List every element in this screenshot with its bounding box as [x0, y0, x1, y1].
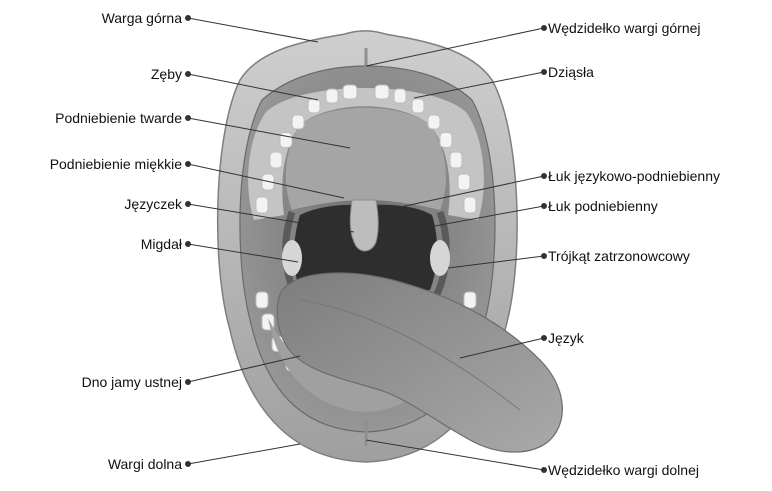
- label-podniebienie-miekkie: Podniebienie miękkie: [50, 156, 182, 172]
- leader-dot: [542, 204, 547, 209]
- label-zeby: Zęby: [151, 66, 182, 82]
- label-podniebienie-twarde: Podniebienie twarde: [55, 110, 182, 126]
- label-dno-jamy-ustnej: Dno jamy ustnej: [82, 374, 182, 390]
- leader-dot: [186, 462, 191, 467]
- hard-palate: [286, 108, 446, 210]
- label-migdal: Migdał: [141, 236, 182, 252]
- label-luk-jezykowo-podniebienny: Łuk językowo-podniebienny: [548, 168, 720, 184]
- leader-dot: [186, 242, 191, 247]
- label-jezyk: Język: [548, 330, 584, 346]
- upper-tooth: [270, 152, 282, 168]
- leader-dot: [542, 468, 547, 473]
- leader-dot: [186, 116, 191, 121]
- upper-tooth: [458, 174, 470, 190]
- label-luk-podniebienny: Łuk podniebienny: [548, 198, 658, 214]
- upper-tooth: [280, 133, 292, 148]
- label-warga-gorna: Warga górna: [102, 10, 182, 26]
- tonsil-right: [430, 240, 450, 276]
- upper-tooth: [326, 89, 338, 103]
- label-dziasla: Dziąsła: [548, 64, 594, 80]
- upper-tooth: [394, 89, 406, 103]
- leader-dot: [542, 70, 547, 75]
- upper-tooth: [428, 115, 440, 129]
- leader-dot: [542, 26, 547, 31]
- upper-tooth: [343, 85, 357, 99]
- tonsil-left: [282, 240, 302, 276]
- leader-dot: [542, 174, 547, 179]
- upper-tooth: [464, 197, 476, 213]
- label-jezyczek: Języczek: [124, 196, 182, 212]
- upper-tooth: [375, 85, 389, 99]
- upper-tooth: [308, 99, 320, 113]
- leader-dot: [186, 162, 191, 167]
- upper-tooth: [292, 115, 304, 129]
- label-trojkat-zatrzonowcowy: Trójkąt zatrzonowcowy: [548, 248, 690, 264]
- upper-tooth: [412, 99, 424, 113]
- leader-dot: [186, 202, 191, 207]
- upper-tooth: [450, 152, 462, 168]
- leader-dot: [542, 254, 547, 259]
- upper-tooth: [256, 197, 268, 213]
- leader-dot: [186, 380, 191, 385]
- upper-tooth: [440, 133, 452, 148]
- leader-dot: [542, 336, 547, 341]
- uvula: [350, 200, 378, 251]
- lower-tooth: [464, 292, 476, 308]
- leader-line: [188, 18, 318, 42]
- lower-tooth: [256, 292, 268, 308]
- leader-line: [188, 444, 300, 464]
- label-wedzidelko-wargi-dolnej: Wędzidełko wargi dolnej: [548, 462, 699, 478]
- leader-dot: [186, 16, 191, 21]
- label-wedzidelko-wargi-gornej: Wędzidełko wargi górnej: [548, 20, 701, 36]
- label-wargi-dolna: Wargi dolna: [108, 456, 182, 472]
- leader-dot: [186, 72, 191, 77]
